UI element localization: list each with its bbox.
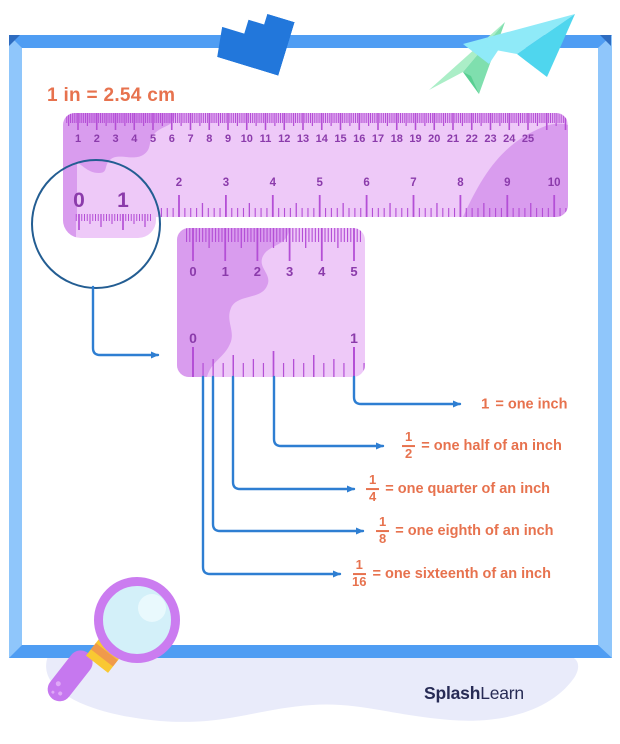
tick-marks [202, 363, 365, 377]
wave-background [46, 656, 579, 722]
cm-number: 10 [240, 133, 253, 145]
cm-number: 24 [503, 133, 516, 145]
inch-number: 5 [316, 177, 323, 189]
cm-number: 3 [112, 133, 119, 145]
inch-number: 7 [410, 177, 417, 189]
fraction-description: = one eighth of an inch [395, 523, 554, 539]
tick-marks [232, 355, 315, 377]
cm-number: 8 [206, 133, 213, 145]
cm-number: 13 [296, 133, 310, 145]
frame-corner-bevel-left [9, 35, 20, 46]
cm-number: 4 [131, 133, 138, 145]
magnifying-glass-icon [94, 577, 180, 663]
cm-number: 1 [221, 264, 229, 279]
inch-number: 2 [175, 177, 183, 189]
fraction-description: = one quarter of an inch [385, 481, 550, 497]
fraction-numerator: 1 [366, 472, 380, 490]
tick-marks [77, 113, 567, 130]
conversion-title: 1 in = 2.54 cm [47, 85, 176, 106]
inch-number: 4 [269, 177, 276, 189]
fraction-denominator: 2 [405, 446, 413, 461]
fraction-numerator: 1 [376, 514, 390, 532]
fraction-denominator: 4 [369, 489, 377, 504]
frame-corner-bevel-right [600, 35, 611, 46]
cm-number: 15 [334, 133, 347, 145]
fraction-description: = one half of an inch [421, 438, 562, 454]
inch-number: 6 [363, 177, 370, 189]
tick-marks [68, 113, 557, 126]
fraction-numerator: 1 [402, 429, 416, 447]
cm-number: 3 [285, 264, 294, 279]
cm-number: 5 [149, 133, 157, 145]
fraction-denominator: 8 [379, 531, 387, 546]
fraction-whole: 1 [481, 395, 490, 413]
tick-marks [160, 208, 567, 217]
cm-number: 2 [253, 264, 262, 279]
fraction-denominator: 16 [352, 574, 367, 589]
cm-number: 21 [446, 133, 460, 145]
brand-regular: Learn [480, 683, 524, 703]
cm-number: 18 [390, 133, 403, 145]
tick-marks [178, 195, 556, 217]
cm-number: 4 [318, 264, 326, 279]
tick-marks [201, 203, 532, 217]
cm-number: 19 [409, 133, 422, 145]
cm-number: 1 [74, 133, 82, 145]
tick-marks [192, 347, 355, 377]
magnifier-circle-outline [31, 159, 161, 289]
tick-marks [186, 228, 361, 242]
cm-number: 9 [224, 133, 232, 145]
cm-number: 5 [350, 264, 358, 279]
tick-marks [192, 228, 355, 261]
brand-logo: SplashLearn [424, 683, 524, 704]
inch-number: 9 [504, 177, 511, 189]
cm-number: 2 [93, 133, 100, 145]
inch-number: 3 [222, 177, 230, 189]
inch-number: 0 [189, 330, 197, 346]
cm-number: 16 [353, 133, 366, 145]
cm-number: 12 [278, 133, 291, 145]
zoomed-ruler-shade-patch [177, 228, 289, 377]
full-ruler-ticks [66, 113, 567, 217]
cm-number: 7 [187, 133, 194, 145]
fraction-numerator: 1 [352, 557, 366, 575]
cm-number: 25 [521, 133, 535, 145]
cm-number: 6 [168, 133, 175, 145]
fraction-description: = one sixteenth of an inch [372, 566, 551, 582]
cm-number: 14 [315, 133, 328, 145]
tick-marks [66, 113, 565, 123]
ruler-shade-patches [63, 113, 568, 217]
cm-number: 22 [465, 133, 478, 145]
magnifying-glass-highlight [138, 594, 166, 622]
inch-number: 1 [350, 330, 358, 346]
zoomed-ruler: 0 1 2 3 4 5 0 1 [177, 228, 365, 377]
fraction-description: = one inch [495, 396, 568, 412]
cm-number: 11 [259, 133, 272, 145]
inch-number: 10 [547, 177, 561, 189]
fraction-label: 1 = one inch [481, 396, 567, 413]
zoomed-ruler-ticks [186, 228, 365, 377]
inch-number: 8 [457, 177, 464, 189]
tick-marks [208, 228, 339, 248]
cm-number: 20 [428, 133, 441, 145]
cm-number: 17 [371, 133, 385, 145]
cm-number: 0 [189, 264, 197, 279]
cm-number: 23 [484, 133, 497, 145]
brand-bold: Splash [424, 683, 481, 703]
tick-marks [212, 359, 335, 377]
paper-plane-blue-icon [463, 14, 575, 77]
